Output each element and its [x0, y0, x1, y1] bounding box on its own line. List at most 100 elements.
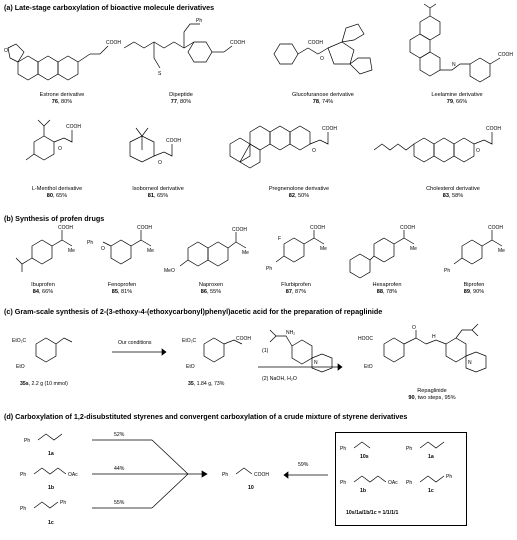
section-c-title: (c) Gram-scale synthesis of 2-(3-ethoxy-… [4, 307, 383, 316]
section-b-title: (b) Synthesis of profen drugs [4, 214, 105, 223]
label-87-num: 87 [285, 289, 292, 295]
estrone-o: O [4, 48, 8, 54]
label-83-num: 83 [442, 193, 449, 199]
label-35s: 35s, 2.2 g (10 mmol) [20, 381, 68, 387]
pct-1b: 44% [114, 466, 125, 472]
repaglinide-h: H [432, 334, 436, 340]
mixture-box [335, 432, 467, 526]
label-88-num: 88 [376, 289, 383, 295]
label-86: Naproxen 86, 55% [186, 282, 236, 296]
isoborneol-o: O [158, 160, 162, 166]
structure-cholesterol-derivative: COOH O [373, 126, 501, 163]
biprofen-me: Me [498, 248, 505, 254]
label-35s-amount: , 2.2 g (10 mmol) [28, 381, 68, 387]
fenoprofen-o: O [101, 246, 105, 252]
35s-eto: EtO [16, 364, 25, 370]
label-88-name: Hexaprofen [372, 282, 402, 288]
label-76-name: Estrone derivative [39, 92, 85, 98]
label-81: Isoborneol derivative 81, 65% [118, 186, 198, 200]
label-1c: 1c [48, 520, 54, 526]
dipeptide-cooh: COOH [230, 40, 245, 46]
label-1a: 1a [48, 451, 54, 457]
label-1b: 1b [48, 485, 55, 491]
structure-pregnenolone-derivative: COOH O [229, 125, 337, 169]
fenoprofen-me: Me [147, 248, 154, 254]
leelamine-n: N [452, 62, 456, 68]
label-76-yield: , 80% [57, 99, 73, 105]
flurbiprofen-ph: Ph [266, 266, 272, 272]
biprofen-cooh: COOH [488, 225, 503, 231]
label-80-yield: , 65% [52, 193, 68, 199]
mix-1b-ph: Ph [340, 480, 346, 486]
label-35-amount: , 1.84 g, 73% [193, 381, 225, 387]
structure-1c: Ph Ph [20, 500, 66, 512]
estrone-cooh: COOH [106, 40, 121, 46]
biprofen-ph: Ph [444, 268, 450, 274]
structure-1a: Ph [24, 433, 63, 444]
structure-isoborneol-derivative: COOH O [129, 127, 181, 166]
label-82-yield: , 50% [294, 193, 310, 199]
structure-leelamine-derivative: COOH N [409, 3, 513, 83]
ibuprofen-cooh: COOH [58, 225, 73, 231]
dipeptide-s: S [158, 71, 162, 77]
label-77-num: 77 [170, 99, 177, 105]
label-80-num: 80 [46, 193, 53, 199]
fenoprofen-cooh: COOH [137, 225, 152, 231]
cholesterol-o: O [476, 148, 480, 154]
flurbiprofen-cooh: COOH [310, 225, 325, 231]
arrow-c2 [258, 363, 343, 371]
label-35: 35, 1.84 g, 73% [188, 381, 224, 387]
label-82-num: 82 [288, 193, 295, 199]
structure-glucofuranose-derivative: COOH O [273, 23, 373, 75]
label-81-yield: , 65% [153, 193, 169, 199]
label-85-yield: , 81% [117, 289, 133, 295]
label-90-name: Repaglinide [417, 388, 447, 394]
mix-ratio: 10s/1a/1b/1c = 1/1/1/1 [346, 510, 399, 516]
structure-1b: Ph OAc [20, 467, 78, 478]
glucofuranose-o: O [320, 56, 324, 62]
ibuprofen-me: Me [68, 248, 75, 254]
naproxen-meo: MeO [164, 268, 175, 274]
amine-nh2: NH₂ [286, 330, 295, 336]
label-87: Flurbiprofen 87, 87% [271, 282, 321, 296]
label-90-num: 90 [408, 395, 415, 401]
fenoprofen-ph: Ph [87, 240, 93, 246]
step2-text: (2) NaOH, H₂O [262, 376, 297, 382]
label-85-name: Fenoprofen [107, 282, 137, 288]
label-77: Dipeptide 77, 80% [141, 92, 221, 106]
mix-1c-ph-right: Ph [446, 474, 452, 480]
menthol-o: O [58, 146, 62, 152]
flurbiprofen-me: Me [320, 246, 327, 252]
label-79-num: 79 [446, 99, 453, 105]
structure-hexaprofen: COOH Me [349, 225, 417, 279]
35-eto: EtO [186, 364, 195, 370]
structure-amine: NH₂ N [269, 329, 333, 373]
glucofuranose-cooh: COOH [308, 40, 323, 46]
structure-menthol-derivative: COOH O [25, 119, 81, 161]
label-84-num: 84 [32, 289, 39, 295]
35s-eto2c: EtO₂C [12, 338, 27, 344]
label-89-yield: , 90% [469, 289, 485, 295]
label-10: 10 [248, 485, 254, 491]
mix-label-1b: 1b [360, 488, 367, 494]
label-89-num: 89 [463, 289, 470, 295]
section-a-title: (a) Late-stage carboxylation of bioactiv… [4, 3, 215, 12]
label-80-name: L-Menthol derivative [31, 186, 83, 192]
label-78-name: Glucofuranose derivative [292, 92, 354, 98]
isoborneol-cooh: COOH [166, 138, 181, 144]
1c-ph-left: Ph [20, 506, 26, 512]
repaglinide-n: N [468, 360, 472, 366]
label-86-num: 86 [200, 289, 207, 295]
repaglinide-hooc: HOOC [358, 336, 373, 342]
mix-1b-oac: OAc [388, 480, 398, 486]
label-78: Glucofuranose derivative 78, 74% [278, 92, 368, 106]
label-86-yield: , 55% [206, 289, 222, 295]
label-83: Cholesterol derivative 83, 58% [408, 186, 498, 200]
mix-1a-ph: Ph [406, 446, 412, 452]
arrow-c1 [112, 348, 167, 356]
structure-dipeptide: S COOH Ph [123, 18, 245, 77]
label-84: Ibuprofen 84, 66% [18, 282, 68, 296]
pregnenolone-cooh: COOH [322, 126, 337, 132]
label-77-name: Dipeptide [169, 92, 193, 98]
